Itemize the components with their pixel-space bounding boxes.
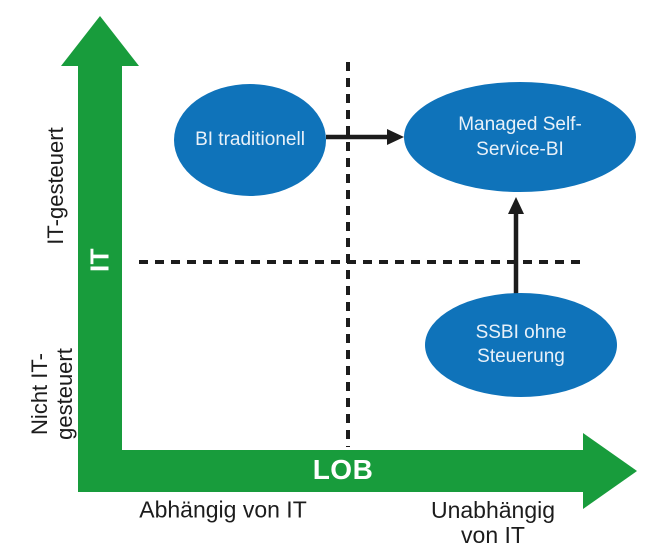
x-axis-arrowhead-icon — [583, 433, 637, 509]
node-label-bi-traditionell: BI traditionell — [195, 129, 305, 150]
node-label-ssbi-ohne-steuerung: SSBI ohne Steuerung — [475, 322, 567, 367]
y-axis-top-annotation: IT-gesteuert — [42, 127, 68, 245]
y-axis-bottom-annotation: Nicht IT-gesteuert — [27, 348, 77, 440]
arrow-ssbi-to-managed-head-icon — [508, 197, 524, 214]
node-label-managed-ssbi: Managed Self-Service-BI — [458, 114, 582, 160]
node-bi-traditionell — [174, 84, 326, 196]
arrow-bi-to-managed-head-icon — [387, 129, 404, 145]
y-axis-arrowhead-icon — [61, 16, 139, 66]
y-axis-title: IT — [84, 247, 115, 273]
x-axis-right-annotation: Unabhängig von IT — [430, 497, 556, 548]
x-axis-shaft — [78, 450, 584, 492]
y-axis-shaft — [78, 58, 122, 492]
node-managed-ssbi — [404, 82, 636, 192]
node-ssbi-ohne-steuerung — [425, 293, 617, 397]
x-axis-left-annotation: Abhängig von IT — [139, 496, 307, 523]
x-axis-title: LOB — [312, 454, 374, 485]
